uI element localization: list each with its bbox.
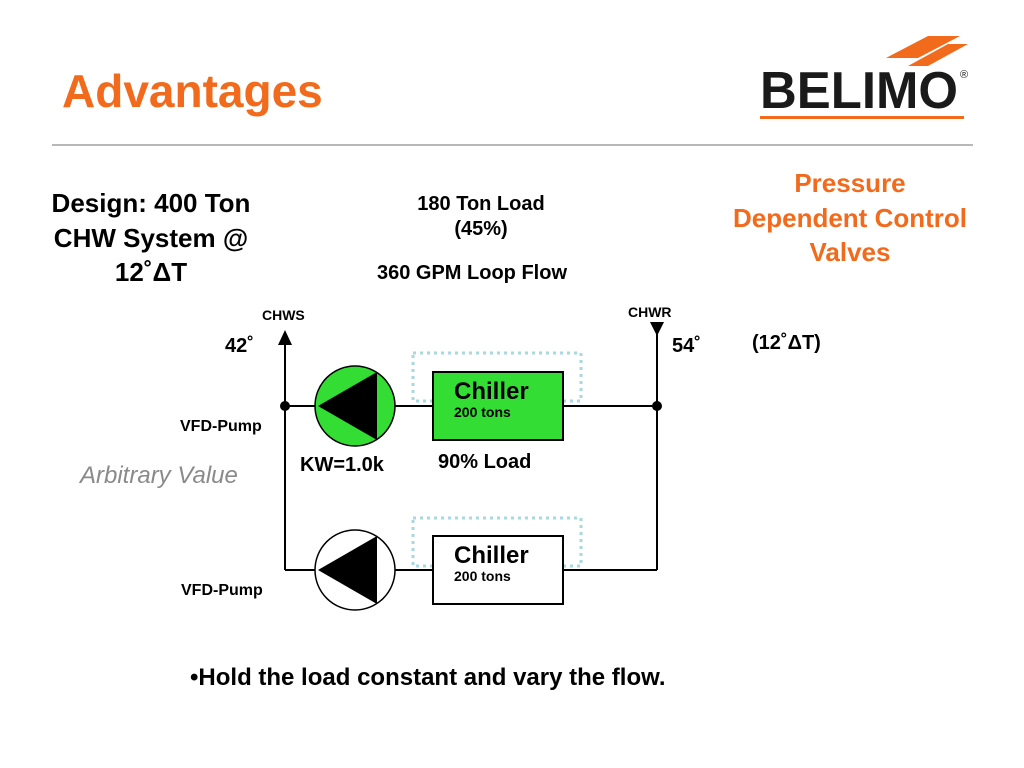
logo-stripe-1	[886, 36, 960, 58]
design-description: Design: 400 Ton CHW System @ 12˚ΔT	[20, 186, 282, 290]
return-arrow-icon	[650, 322, 664, 336]
load-line: 180 Ton Load	[417, 193, 545, 215]
control-valve-2-outline	[411, 516, 583, 568]
delta-t-label: (12˚ΔT)	[752, 332, 821, 354]
chiller-2-name: Chiller	[454, 542, 529, 569]
supply-temperature: 42˚	[225, 335, 254, 357]
design-line: 12˚ΔT	[114, 257, 188, 288]
arbitrary-value-note: Arbitrary Value	[80, 462, 238, 489]
chiller-1-name: Chiller	[454, 378, 529, 405]
supply-label: CHWS	[262, 307, 305, 323]
control-line: Pressure	[794, 168, 906, 198]
pump-1-label: VFD-Pump	[180, 418, 262, 435]
load-line: (45%)	[454, 218, 508, 241]
control-line: Dependent Control	[733, 202, 967, 233]
pump-power-label: KW=1.0k	[300, 454, 384, 476]
logo-wordmark: BELIMO	[760, 62, 958, 120]
pump-2	[314, 529, 396, 611]
supply-arrow-icon	[278, 330, 292, 345]
return-junction	[652, 401, 662, 411]
slide-title: Advantages	[62, 65, 323, 117]
design-line: Design: 400 Ton	[51, 188, 251, 218]
title-divider	[52, 144, 973, 146]
chiller-2: Chiller 200 tons	[432, 535, 564, 605]
pump-2-arrow-icon	[318, 536, 377, 604]
logo-underline	[760, 116, 964, 119]
design-line: CHW System @	[53, 222, 249, 253]
logo-registered: ®	[960, 69, 968, 81]
control-type-heading: Pressure Dependent Control Valves	[700, 166, 1000, 270]
load-description: 180 Ton Load (45%)	[352, 192, 610, 243]
chiller-1: Chiller 200 tons	[432, 371, 564, 441]
chiller-load-label: 90% Load	[438, 451, 532, 473]
logo-stripe-2	[908, 44, 968, 66]
return-temperature: 54˚	[672, 335, 701, 357]
pump-1	[314, 365, 396, 447]
loop-flow-label: 360 GPM Loop Flow	[376, 262, 567, 284]
pump-1-arrow-icon	[318, 372, 377, 440]
belimo-logo: BELIMO ®	[760, 36, 968, 120]
chiller-2-capacity: 200 tons	[454, 568, 511, 585]
supply-junction	[280, 401, 290, 411]
bullet-point: •Hold the load constant and vary the flo…	[190, 664, 666, 691]
control-valve-1-outline	[411, 351, 583, 403]
chiller-1-capacity: 200 tons	[454, 404, 511, 421]
return-label: CHWR	[628, 304, 672, 320]
control-line: Valves	[809, 237, 891, 268]
pump-2-label: VFD-Pump	[181, 582, 263, 599]
